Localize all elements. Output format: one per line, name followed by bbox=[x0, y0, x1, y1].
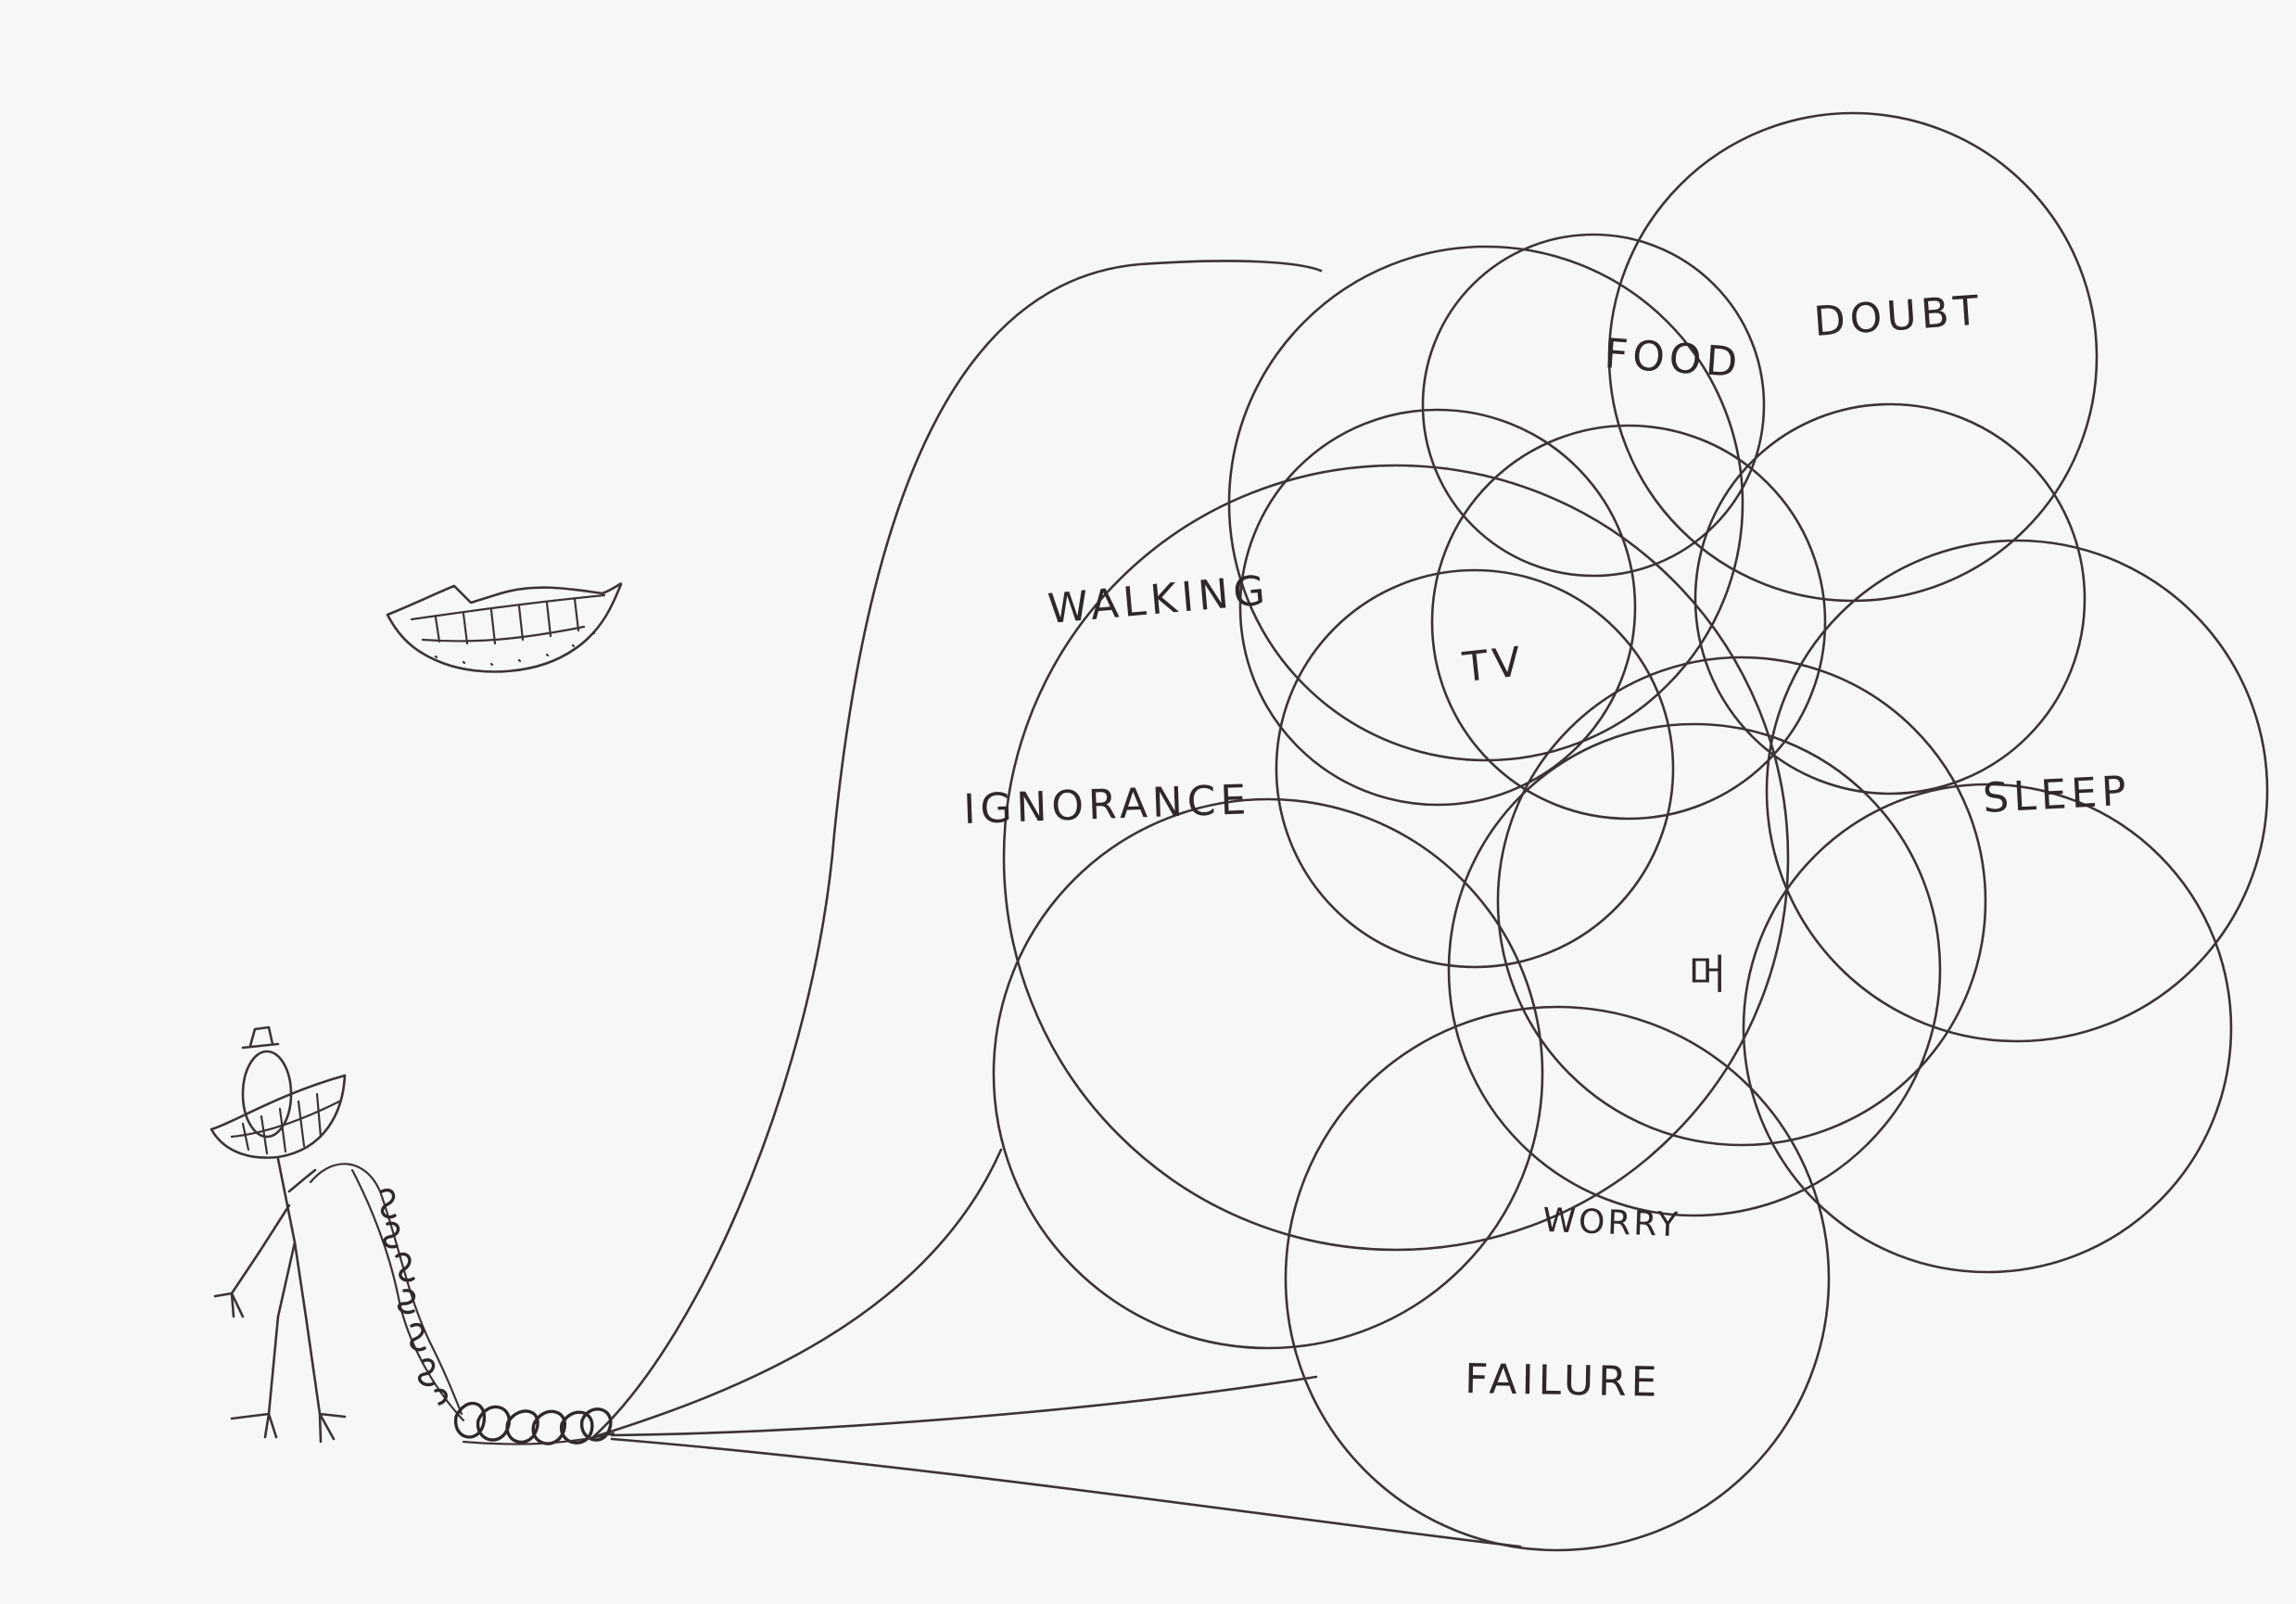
balloon-string bbox=[591, 1148, 1003, 1439]
label-tv: TV bbox=[1460, 638, 1528, 692]
balloon-labels: FOOD DOUBT WALKING TV IGNORANCE SLEEP 머 … bbox=[963, 286, 2132, 1406]
label-ignorance: IGNORANCE bbox=[963, 776, 1252, 834]
arm-left bbox=[213, 1203, 291, 1318]
balloon-string bbox=[591, 260, 1323, 1439]
balloon-circle bbox=[1742, 783, 2233, 1274]
balloon-circles bbox=[992, 111, 2269, 1552]
balloon-circle bbox=[1693, 402, 2087, 796]
balloon-circle bbox=[992, 797, 1544, 1350]
balloon-circle bbox=[1002, 464, 1790, 1252]
label-food: FOOD bbox=[1603, 330, 1744, 387]
hat-icon bbox=[241, 1025, 280, 1050]
label-sleep: SLEEP bbox=[1982, 768, 2132, 822]
cord-loops bbox=[454, 1401, 613, 1445]
balloon-circle bbox=[1496, 656, 1987, 1147]
stick-figure bbox=[209, 1025, 347, 1444]
label-failure: FAILURE bbox=[1465, 1356, 1662, 1407]
label-worry: WORRY bbox=[1542, 1202, 1681, 1244]
balloon-circle bbox=[1421, 233, 1766, 578]
balloon-strings bbox=[591, 260, 1522, 1548]
balloon-circle bbox=[1765, 539, 2269, 1043]
label-hangul: 머 bbox=[1689, 951, 1731, 999]
label-doubt: DOUBT bbox=[1812, 286, 1985, 346]
label-walking: WALKING bbox=[1047, 566, 1272, 633]
body bbox=[267, 1157, 322, 1416]
balloon-string bbox=[610, 1437, 1522, 1548]
balloon-circle bbox=[1284, 1005, 1831, 1552]
cord-knots bbox=[380, 1188, 448, 1406]
balloon-circle bbox=[1447, 722, 1942, 1217]
grin-teeth bbox=[230, 1092, 341, 1155]
grin-icon bbox=[209, 1074, 347, 1159]
cord-line bbox=[350, 1168, 465, 1422]
foot-left bbox=[230, 1412, 278, 1439]
foot-right bbox=[318, 1412, 347, 1444]
balloon-circle bbox=[1430, 424, 1827, 821]
cord-line bbox=[309, 1163, 463, 1416]
balloon-circle bbox=[1238, 408, 1637, 807]
floating-smile bbox=[386, 582, 623, 673]
smile-stubble bbox=[434, 630, 596, 667]
balloon-string bbox=[610, 1375, 1318, 1437]
tangled-cord bbox=[309, 1163, 615, 1445]
smile-teeth bbox=[410, 593, 606, 645]
arm-right bbox=[287, 1168, 317, 1193]
smile-lips-icon bbox=[386, 582, 623, 673]
balloon-circle bbox=[1275, 568, 1675, 969]
cord-line bbox=[462, 1432, 615, 1445]
